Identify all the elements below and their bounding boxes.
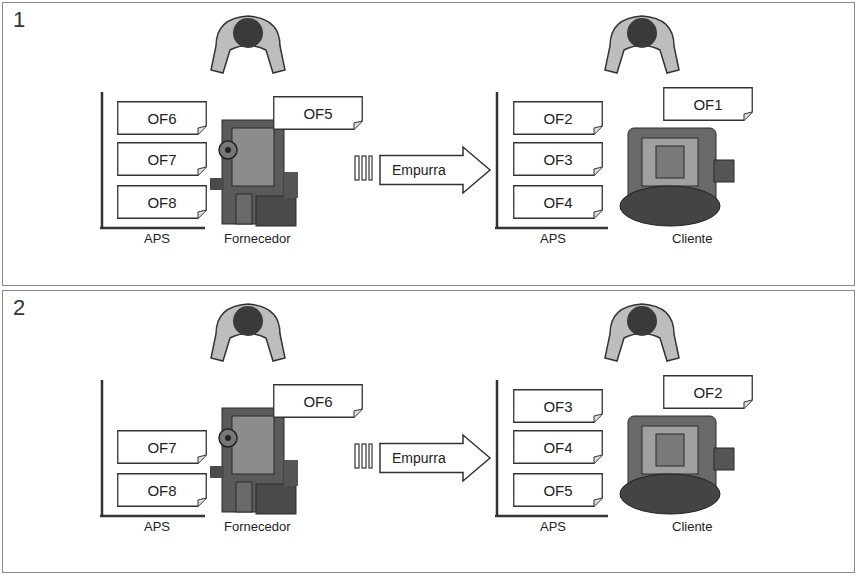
order-card: OF7 [117, 430, 207, 464]
card-sheet [514, 143, 603, 176]
order-card: OF4 [513, 430, 603, 464]
card-sheet [514, 102, 603, 135]
order-label: OF7 [147, 151, 176, 168]
card-sheet [514, 390, 603, 423]
push-arrow: Empurra [379, 434, 491, 482]
card-sheet [514, 431, 603, 464]
arrow-label: Empurra [392, 450, 446, 466]
station-label: APS [144, 231, 170, 246]
order-label: OF8 [147, 482, 176, 499]
card-fold [198, 455, 206, 463]
card-sheet [118, 431, 207, 464]
card-sheet [274, 385, 363, 418]
order-label: OF2 [543, 110, 572, 127]
push-arrow: Empurra [379, 146, 491, 194]
card-fold [594, 126, 602, 134]
card-fold [198, 167, 206, 175]
card-fold [198, 498, 206, 506]
card-sheet [514, 186, 603, 219]
order-card: OF8 [117, 473, 207, 507]
order-card: OF8 [117, 185, 207, 219]
station-label: Cliente [672, 519, 712, 534]
card-fold [198, 210, 206, 218]
order-label: OF3 [543, 151, 572, 168]
order-label: OF1 [693, 96, 722, 113]
order-label: OF5 [303, 105, 332, 122]
order-label: OF5 [543, 482, 572, 499]
order-label: OF4 [543, 439, 572, 456]
card-fold [594, 455, 602, 463]
order-card: OF5 [273, 96, 363, 130]
card-fold [594, 210, 602, 218]
card-sheet [118, 143, 207, 176]
card-fold [198, 126, 206, 134]
station-label: Cliente [672, 231, 712, 246]
card-fold [354, 121, 362, 129]
order-card: OF3 [513, 142, 603, 176]
panel-frame: 1OF6OF7OF8 OF5Empurra OF2OF3OF4 OF1 [2, 2, 855, 286]
card-sheet [118, 474, 207, 507]
order-card: OF2 [513, 101, 603, 135]
card-sheet [664, 88, 753, 121]
station-label: Fornecedor [224, 231, 290, 246]
panel-number: 2 [13, 295, 25, 321]
order-card: OF7 [117, 142, 207, 176]
push-arrow-shape [380, 435, 490, 481]
panel-frame: 2OF7OF8 OF6Empurra OF3OF4OF5 OF2 [2, 290, 855, 573]
card-fold [744, 112, 752, 120]
order-label: OF6 [303, 393, 332, 410]
card-fold [354, 409, 362, 417]
order-label: OF4 [543, 194, 572, 211]
station-label: APS [540, 519, 566, 534]
card-fold [594, 167, 602, 175]
order-card: OF6 [273, 384, 363, 418]
order-card: OF2 [663, 375, 753, 409]
card-sheet [274, 97, 363, 130]
station-label: APS [144, 519, 170, 534]
order-card: OF5 [513, 473, 603, 507]
station-label: Fornecedor [224, 519, 290, 534]
arrow-label: Empurra [392, 162, 446, 178]
push-arrow-shape [380, 147, 490, 193]
card-sheet [514, 474, 603, 507]
order-label: OF2 [693, 384, 722, 401]
card-fold [744, 400, 752, 408]
order-card: OF1 [663, 87, 753, 121]
order-label: OF7 [147, 439, 176, 456]
card-sheet [664, 376, 753, 409]
station-label: APS [540, 231, 566, 246]
card-fold [594, 414, 602, 422]
order-label: OF6 [147, 110, 176, 127]
order-card: OF4 [513, 185, 603, 219]
card-sheet [118, 102, 207, 135]
panel-number: 1 [13, 7, 25, 33]
order-card: OF3 [513, 389, 603, 423]
card-sheet [118, 186, 207, 219]
order-label: OF3 [543, 398, 572, 415]
order-label: OF8 [147, 194, 176, 211]
order-card: OF6 [117, 101, 207, 135]
card-fold [594, 498, 602, 506]
